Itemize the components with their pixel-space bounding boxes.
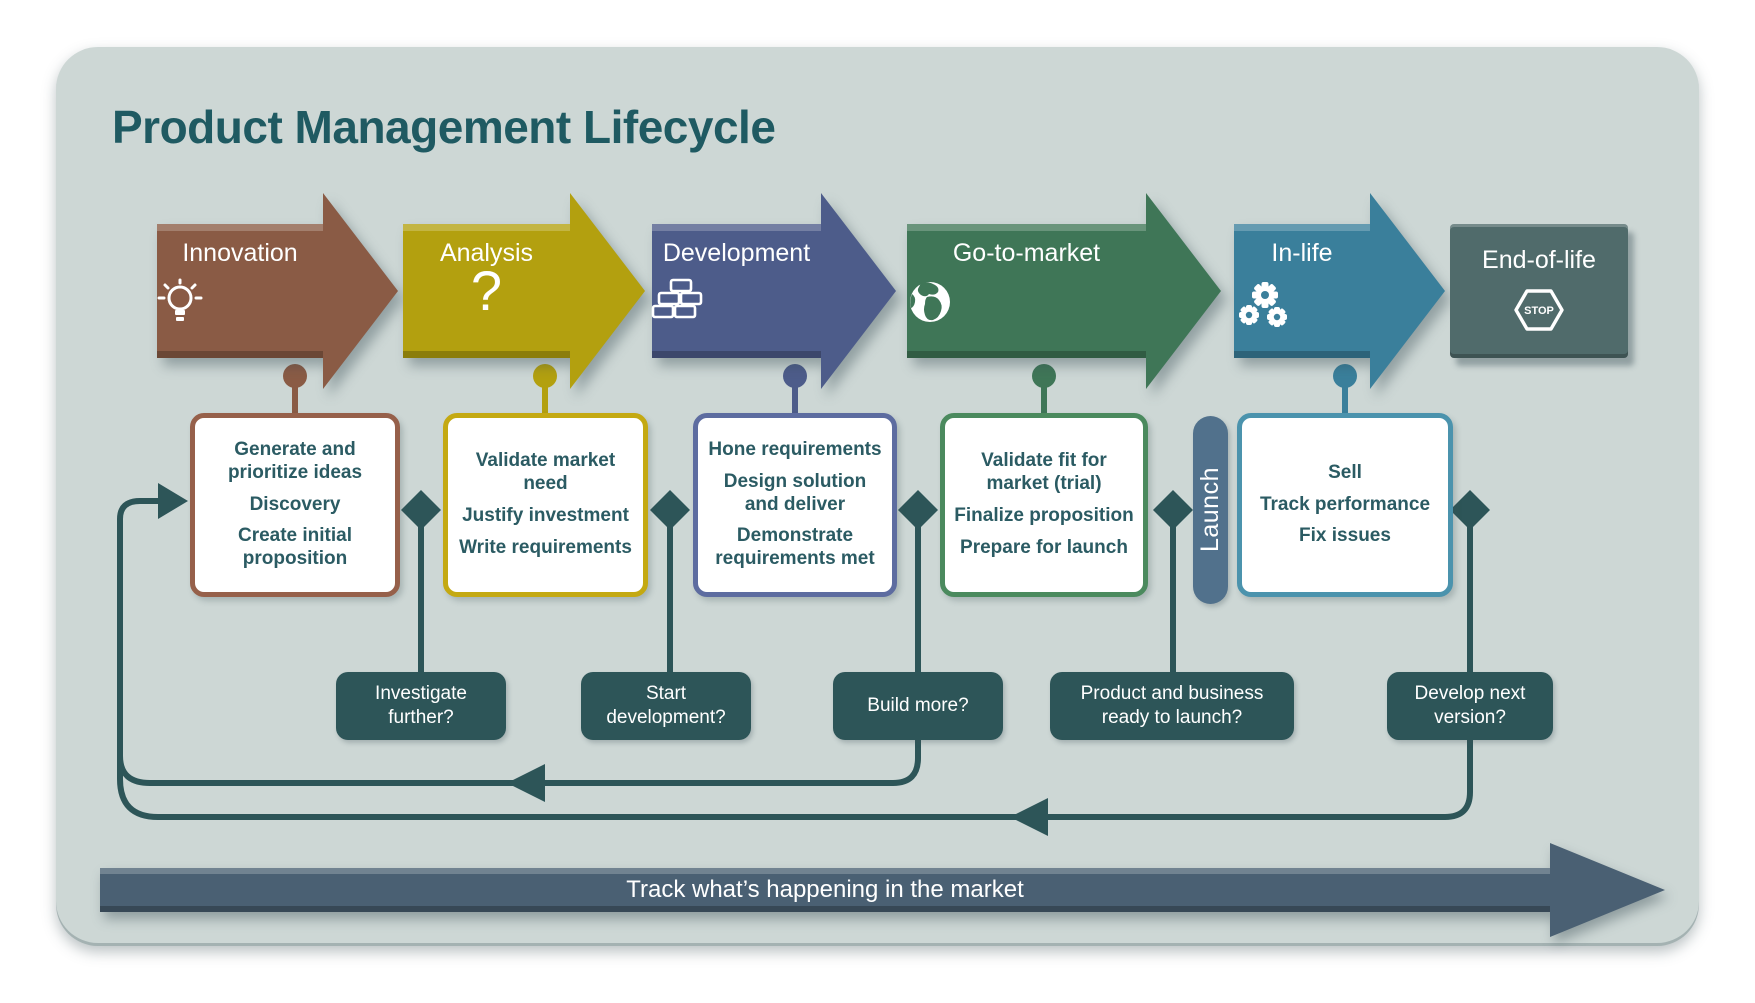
- analysis-arrow-shape: [403, 193, 645, 389]
- stage-label-development: Development: [662, 239, 811, 267]
- market-arrow-bevel-top: [100, 868, 1550, 874]
- innovation-arrow-bevel-bottom: [157, 351, 323, 358]
- decision-box-start-development: Start development?: [581, 672, 751, 740]
- analysis-arrow-bevel-bottom: [403, 351, 570, 358]
- development-arrow-bevel-top: [652, 224, 821, 231]
- decision-label: Build more?: [867, 695, 969, 717]
- decision-label: Investigate further?: [375, 683, 467, 728]
- innovation-detail-box: Generate and prioritize ideas Discovery …: [190, 413, 400, 597]
- stage-label-end-of-life: End-of-life: [1482, 246, 1596, 274]
- in-life-detail-box: Sell Track performance Fix issues: [1237, 413, 1453, 597]
- in-life-arrow-bevel-top: [1234, 224, 1370, 231]
- decision-box-develop-next-version: Develop next version?: [1387, 672, 1553, 740]
- stage-label-analysis: Analysis: [439, 239, 534, 267]
- stop-sign-icon: STOP: [1450, 286, 1628, 334]
- launch-label: Launch: [1196, 467, 1224, 553]
- decision-box-ready-to-launch: Product and business ready to launch?: [1050, 672, 1294, 740]
- go-to-market-arrow-bevel-top: [907, 224, 1146, 231]
- decision-label: Start development?: [606, 683, 726, 728]
- development-arrow-bevel-bottom: [652, 351, 821, 358]
- analysis-arrow-bevel-top: [403, 224, 570, 231]
- stage-innovation: Innovation: [157, 193, 398, 389]
- detail-item: Validate fit for market (trial): [981, 450, 1107, 495]
- decision-label: Product and business ready to launch?: [1080, 683, 1264, 728]
- detail-item: Fix issues: [1299, 525, 1391, 547]
- market-arrow-bevel-bottom: [100, 906, 1550, 912]
- stage-in-life: In-life: [1234, 193, 1445, 389]
- development-arrow-shape: [652, 193, 896, 389]
- decision-label: Develop next version?: [1414, 683, 1526, 728]
- in-life-arrow-shape: [1234, 193, 1445, 389]
- detail-item: Demonstrate requirements met: [715, 525, 875, 570]
- page-title: Product Management Lifecycle: [112, 101, 776, 153]
- detail-item: Sell: [1328, 461, 1362, 483]
- market-arrow-label: Track what’s happening in the market: [626, 876, 1024, 903]
- stage-end-of-life: End-of-life STOP: [1450, 224, 1628, 358]
- stage-analysis: Analysis ?: [403, 193, 645, 389]
- market-tracking-arrow: Track what’s happening in the market: [100, 843, 1665, 937]
- detail-item: Design solution and deliver: [723, 470, 867, 515]
- market-arrow-shape: [100, 843, 1665, 937]
- stage-go-to-market: Go-to-market: [907, 193, 1221, 389]
- stage-development: Development: [651, 193, 896, 389]
- detail-item: Hone requirements: [708, 439, 882, 460]
- analysis-detail-box: Validate market need Justify investment …: [443, 413, 648, 597]
- go-to-market-arrow-shape: [907, 193, 1221, 389]
- stage-label-go-to-market: Go-to-market: [952, 239, 1101, 267]
- development-detail-box: Hone requirements Design solution and de…: [693, 413, 897, 597]
- in-life-arrow-bevel-bottom: [1234, 351, 1370, 358]
- detail-item: Track performance: [1259, 493, 1431, 515]
- detail-item: Generate and prioritize ideas: [227, 439, 363, 483]
- svg-text:STOP: STOP: [1524, 305, 1554, 317]
- detail-item: Create initial proposition: [237, 525, 353, 570]
- stage-label-innovation: Innovation: [182, 239, 298, 267]
- launch-bar: Launch: [1193, 416, 1228, 604]
- detail-item: Prepare for launch: [960, 536, 1128, 558]
- detail-item: Finalize proposition: [954, 505, 1134, 526]
- detail-item: Justify investment: [462, 505, 629, 526]
- decision-box-build-more: Build more?: [833, 672, 1003, 740]
- go-to-market-arrow-bevel-bottom: [907, 351, 1146, 358]
- detail-item: Write requirements: [459, 536, 632, 558]
- innovation-arrow-shape: [157, 193, 398, 389]
- decision-box-investigate-further: Investigate further?: [336, 672, 506, 740]
- innovation-arrow-bevel-top: [157, 224, 323, 231]
- question-mark-icon: ?: [470, 259, 503, 322]
- detail-item: Discovery: [249, 493, 341, 515]
- go-to-market-detail-box: Validate fit for market (trial) Finalize…: [940, 413, 1148, 597]
- stage-label-in-life: In-life: [1271, 239, 1333, 267]
- detail-item: Validate market need: [475, 450, 616, 495]
